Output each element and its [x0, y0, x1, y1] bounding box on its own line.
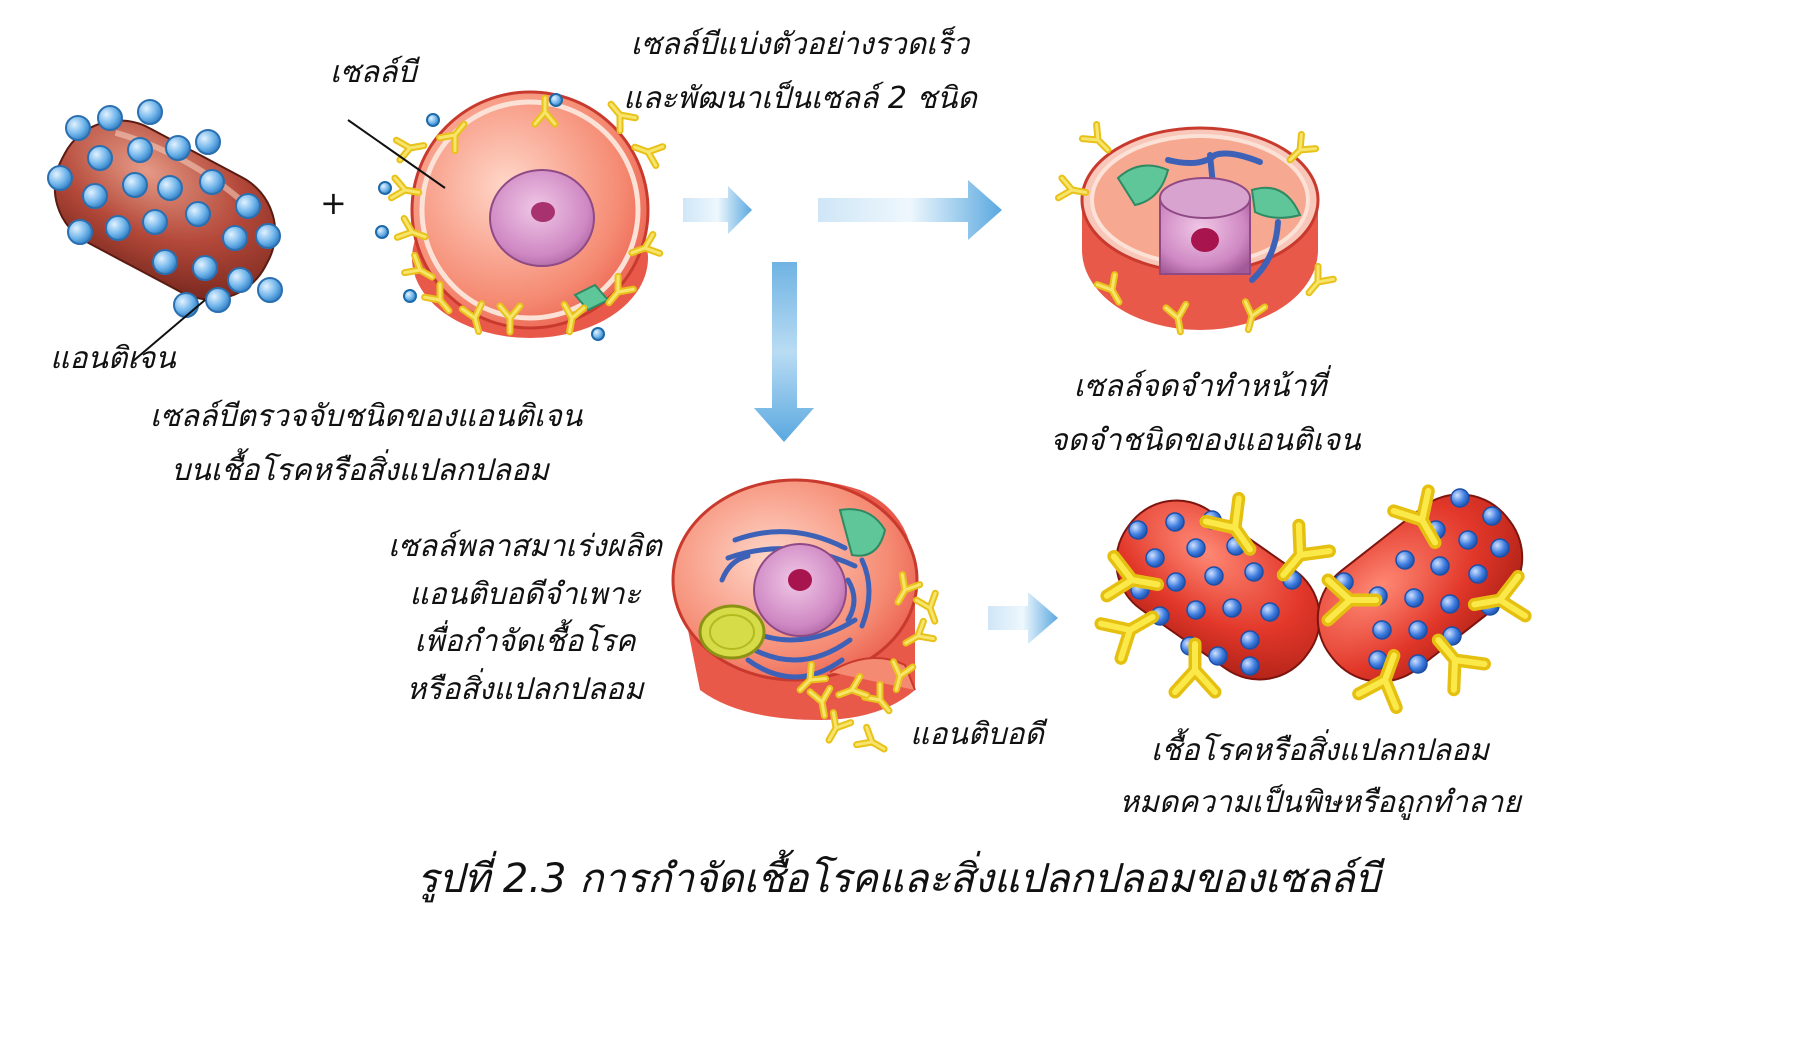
- antigen-bacterium: [47, 99, 283, 318]
- plasma-line-4: หรือสิ่งแปลกปลอม: [406, 671, 644, 707]
- memory-line-2: จดจำชนิดของแอนติเจน: [1050, 422, 1361, 458]
- lysosome: [698, 604, 766, 660]
- divide-text: เซลล์บีแบ่งตัวอย่างรวดเร็ว และพัฒนาเป็นเ…: [620, 26, 980, 117]
- plus-sign: +: [320, 184, 347, 222]
- antigen-label: แอนติเจน: [50, 341, 176, 376]
- plasma-cell-text: เซลล์พลาสมาเร่งผลิต แอนติบอดีจำเพาะ เพื่…: [380, 528, 670, 708]
- divide-line-1: เซลล์บีแบ่งตัวอย่างรวดเร็ว: [630, 27, 970, 62]
- figure-caption: รูปที่ 2.3 การกำจัดเชื้อโรคและสิ่งแปลกปล…: [416, 856, 1381, 902]
- b-cell-detect-line-1: เซลล์บีตรวจจับชนิดของแอนติเจน: [150, 399, 583, 434]
- arrow-right-3: [988, 592, 1058, 644]
- plasma-line-1: เซลล์พลาสมาเร่งผลิต: [388, 529, 662, 564]
- antigen-pointer-line: [131, 299, 206, 363]
- neutralized-pathogen-2: [1316, 470, 1547, 707]
- arrow-down: [754, 262, 814, 442]
- result-text: เชื้อโรคหรือสิ่งแปลกปลอม หมดความเป็นพิษห…: [1110, 732, 1530, 821]
- divide-line-2: และพัฒนาเป็นเซลล์ 2 ชนิด: [623, 80, 977, 116]
- neutralized-pathogen-1: [1093, 478, 1342, 702]
- b-cell-pointer-line: [347, 119, 446, 189]
- arrow-right-1: [683, 186, 752, 234]
- memory-cell: [1080, 126, 1320, 330]
- memory-line-1: เซลล์จดจำทำหน้าที่: [1073, 369, 1327, 404]
- plasma-line-2: แอนติบอดีจำเพาะ: [409, 576, 641, 612]
- free-antigens: [375, 93, 605, 341]
- plasma-cell: [671, 478, 919, 720]
- b-cell: [410, 90, 650, 338]
- memory-cell-text: เซลล์จดจำทำหน้าที่ จดจำชนิดของแอนติเจน: [1050, 368, 1361, 459]
- plasma-line-3: เพื่อกำจัดเชื้อโรค: [414, 624, 636, 659]
- result-line-2: หมดความเป็นพิษหรือถูกทำลาย: [1119, 784, 1521, 820]
- result-line-1: เชื้อโรคหรือสิ่งแปลกปลอม: [1151, 733, 1489, 768]
- b-cell-detect-line-2: บนเชื้อโรคหรือสิ่งแปลกปลอม: [171, 452, 549, 488]
- arrow-right-2: [818, 180, 1002, 240]
- b-cell-label: เซลล์บี: [330, 55, 417, 90]
- antibody-label: แอนติบอดี: [910, 717, 1044, 752]
- b-cell-detect-text: เซลล์บีตรวจจับชนิดของแอนติเจน บนเชื้อโรค…: [150, 398, 583, 489]
